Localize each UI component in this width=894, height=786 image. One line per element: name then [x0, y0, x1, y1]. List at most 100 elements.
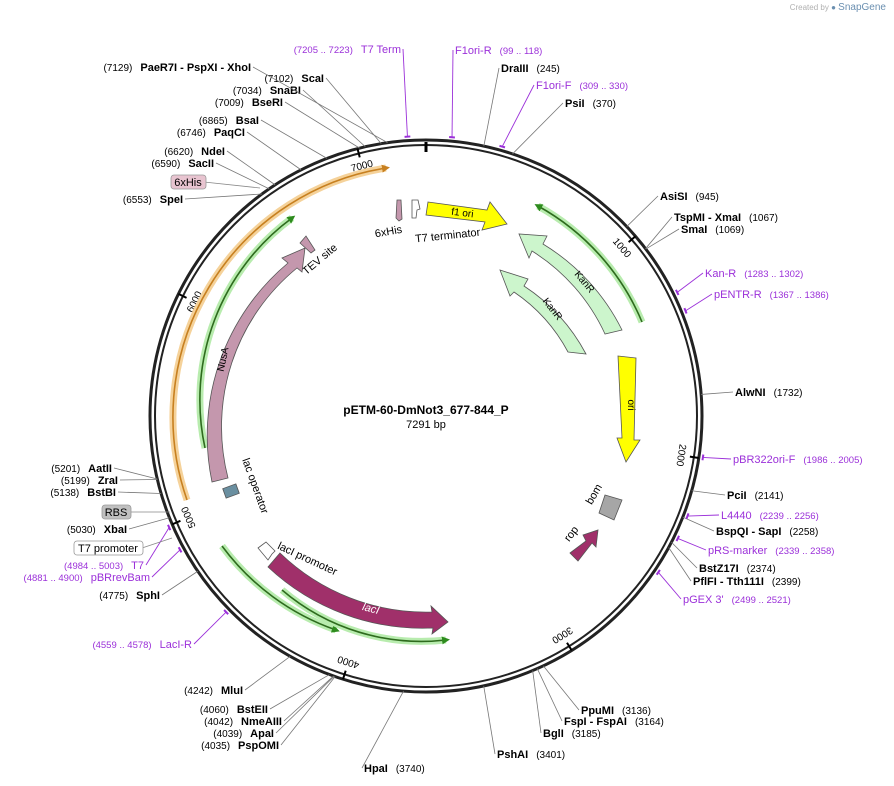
enzyme-site-label: (4775)SphI	[99, 590, 160, 602]
enzyme-connector	[543, 665, 580, 711]
lac-operator-shape	[222, 483, 240, 499]
kanr-feature-outer	[518, 233, 623, 335]
box-rbs: RBS	[101, 504, 170, 520]
enzyme-connector	[626, 195, 659, 227]
enzyme-connector	[691, 490, 726, 496]
box-rbs-label: RBS	[105, 507, 128, 519]
laci-feature	[267, 552, 449, 635]
primer-label: pENTR-R(1367 .. 1386)	[714, 289, 829, 301]
f1-ori-feature	[425, 201, 508, 231]
enzyme-connector	[701, 391, 734, 395]
rop-label: rop	[562, 524, 581, 544]
enzyme-site-label: (7102)ScaI	[264, 73, 324, 85]
green-track-right-line	[534, 204, 643, 323]
tick-label: 4000	[336, 653, 361, 670]
enzyme-connector	[645, 216, 673, 249]
primer-arrow-icon	[675, 535, 680, 542]
enzyme-site-label: (7129)PaeR7I - PspXI - XhoI	[103, 62, 251, 74]
primer-connector	[501, 84, 535, 147]
laci-label: lacI	[361, 601, 381, 617]
enzyme-site-label: AlwNI(1732)	[735, 387, 802, 399]
enzyme-site-label: PflFI - Tth111I(2399)	[693, 576, 801, 588]
primer-arrow-icon	[655, 569, 661, 576]
f1-ori-label: f1 ori	[451, 207, 474, 221]
nusa-label: NusA	[216, 346, 232, 373]
box-6xhis: 6xHis	[170, 174, 261, 190]
snapgene-credit: Created by ● SnapGene	[790, 2, 886, 13]
tick-mark	[628, 235, 637, 243]
primer-connector	[702, 456, 732, 460]
enzyme-connector	[645, 228, 680, 250]
enzyme-site-label: (5201)AatII	[51, 463, 112, 475]
enzyme-site-label: PpuMI(3136)	[581, 705, 651, 717]
6xhis-shape	[395, 199, 403, 222]
tick-mark	[178, 293, 187, 299]
bom-label: bom	[584, 482, 605, 507]
enzyme-site-label: BspQI - SapI(2258)	[716, 526, 818, 538]
primer-label: (7205 .. 7223)T7 Term	[294, 44, 401, 56]
enzyme-site-label: (6590)SacII	[151, 158, 214, 170]
tick-label: 3000	[549, 624, 574, 645]
primer-arrow-icon	[223, 609, 229, 615]
enzyme-connector	[302, 89, 366, 148]
primer-connector	[676, 272, 704, 293]
primer-arrow-icon	[177, 546, 183, 553]
primer-label: pRS-marker(2339 .. 2358)	[708, 545, 834, 557]
primer-connector	[193, 611, 227, 645]
tick-mark	[342, 670, 347, 680]
enzyme-connector	[682, 516, 715, 532]
orange-track-line	[172, 164, 390, 501]
enzyme-connector	[536, 668, 563, 722]
enzyme-site-label: (5138)BstBI	[50, 487, 116, 499]
primer-arrow-icon	[683, 307, 688, 314]
enzyme-connector	[117, 491, 162, 494]
tev-site-shape	[299, 235, 316, 254]
primer-connector	[151, 549, 181, 578]
enzyme-connector	[284, 101, 360, 149]
nusa-feature	[206, 247, 306, 483]
enzyme-site-label: (6620)NdeI	[164, 146, 225, 158]
enzyme-site-label: HpaI(3740)	[364, 763, 425, 775]
primer-label: pBR322ori-F(1986 .. 2005)	[733, 454, 863, 466]
orange-track	[169, 164, 387, 502]
t7-terminator-shape	[411, 199, 421, 219]
primer-connector	[402, 48, 408, 137]
primer-label: F1ori-R(99 .. 118)	[455, 45, 542, 57]
primer-arrow-icon	[167, 524, 172, 531]
enzyme-site-label: (6553)SpeI	[123, 194, 183, 206]
enzyme-connector	[283, 675, 334, 722]
enzyme-connector	[252, 66, 388, 144]
enzyme-connector	[671, 541, 698, 569]
green-track-lacI-line	[281, 589, 450, 645]
tick-mark	[356, 148, 361, 158]
enzyme-connector	[184, 193, 263, 200]
enzyme-connector	[128, 517, 170, 530]
plasmid-size: 7291 bp	[406, 419, 446, 431]
enzyme-site-label: BglI(3185)	[543, 728, 601, 740]
enzyme-site-label: (7009)BseRI	[215, 97, 283, 109]
primer-connector	[687, 514, 720, 517]
primer-label: Kan-R(1283 .. 1302)	[705, 268, 803, 280]
enzyme-site-label: (5199)ZraI	[61, 475, 118, 487]
tick-mark	[689, 455, 699, 459]
enzyme-site-label: (4060)BstEII	[200, 704, 268, 716]
primer-label: F1ori-F(309 .. 330)	[536, 80, 628, 92]
tick-mark	[566, 642, 573, 651]
credit-prefix: Created by	[789, 3, 829, 12]
box-t7-promoter-label: T7 promoter	[78, 543, 138, 555]
enzyme-site-label: (4039)ApaI	[213, 728, 274, 740]
primer-arrow-icon	[675, 289, 680, 296]
enzyme-connector	[215, 162, 270, 190]
enzyme-site-label: (4035)PspOMI	[201, 740, 279, 752]
primer-layer: F1ori-R(99 .. 118) F1ori-F(309 .. 330) Kan…	[24, 44, 863, 651]
enzyme-site-label: DraIII(245)	[501, 63, 560, 75]
laci-promoter-shape	[257, 541, 276, 561]
t7-terminator-label: T7 terminator	[415, 227, 482, 246]
primer-connector	[685, 293, 713, 312]
plasmid-name: pETM-60-DmNot3_677-844_P	[343, 403, 508, 417]
primer-arrow-icon	[449, 135, 455, 139]
enzyme-site-label: (4242)MluI	[184, 685, 243, 697]
primer-connector	[677, 538, 707, 551]
enzyme-connector	[483, 685, 496, 755]
enzyme-site-label: (6746)PaqCI	[177, 127, 245, 139]
